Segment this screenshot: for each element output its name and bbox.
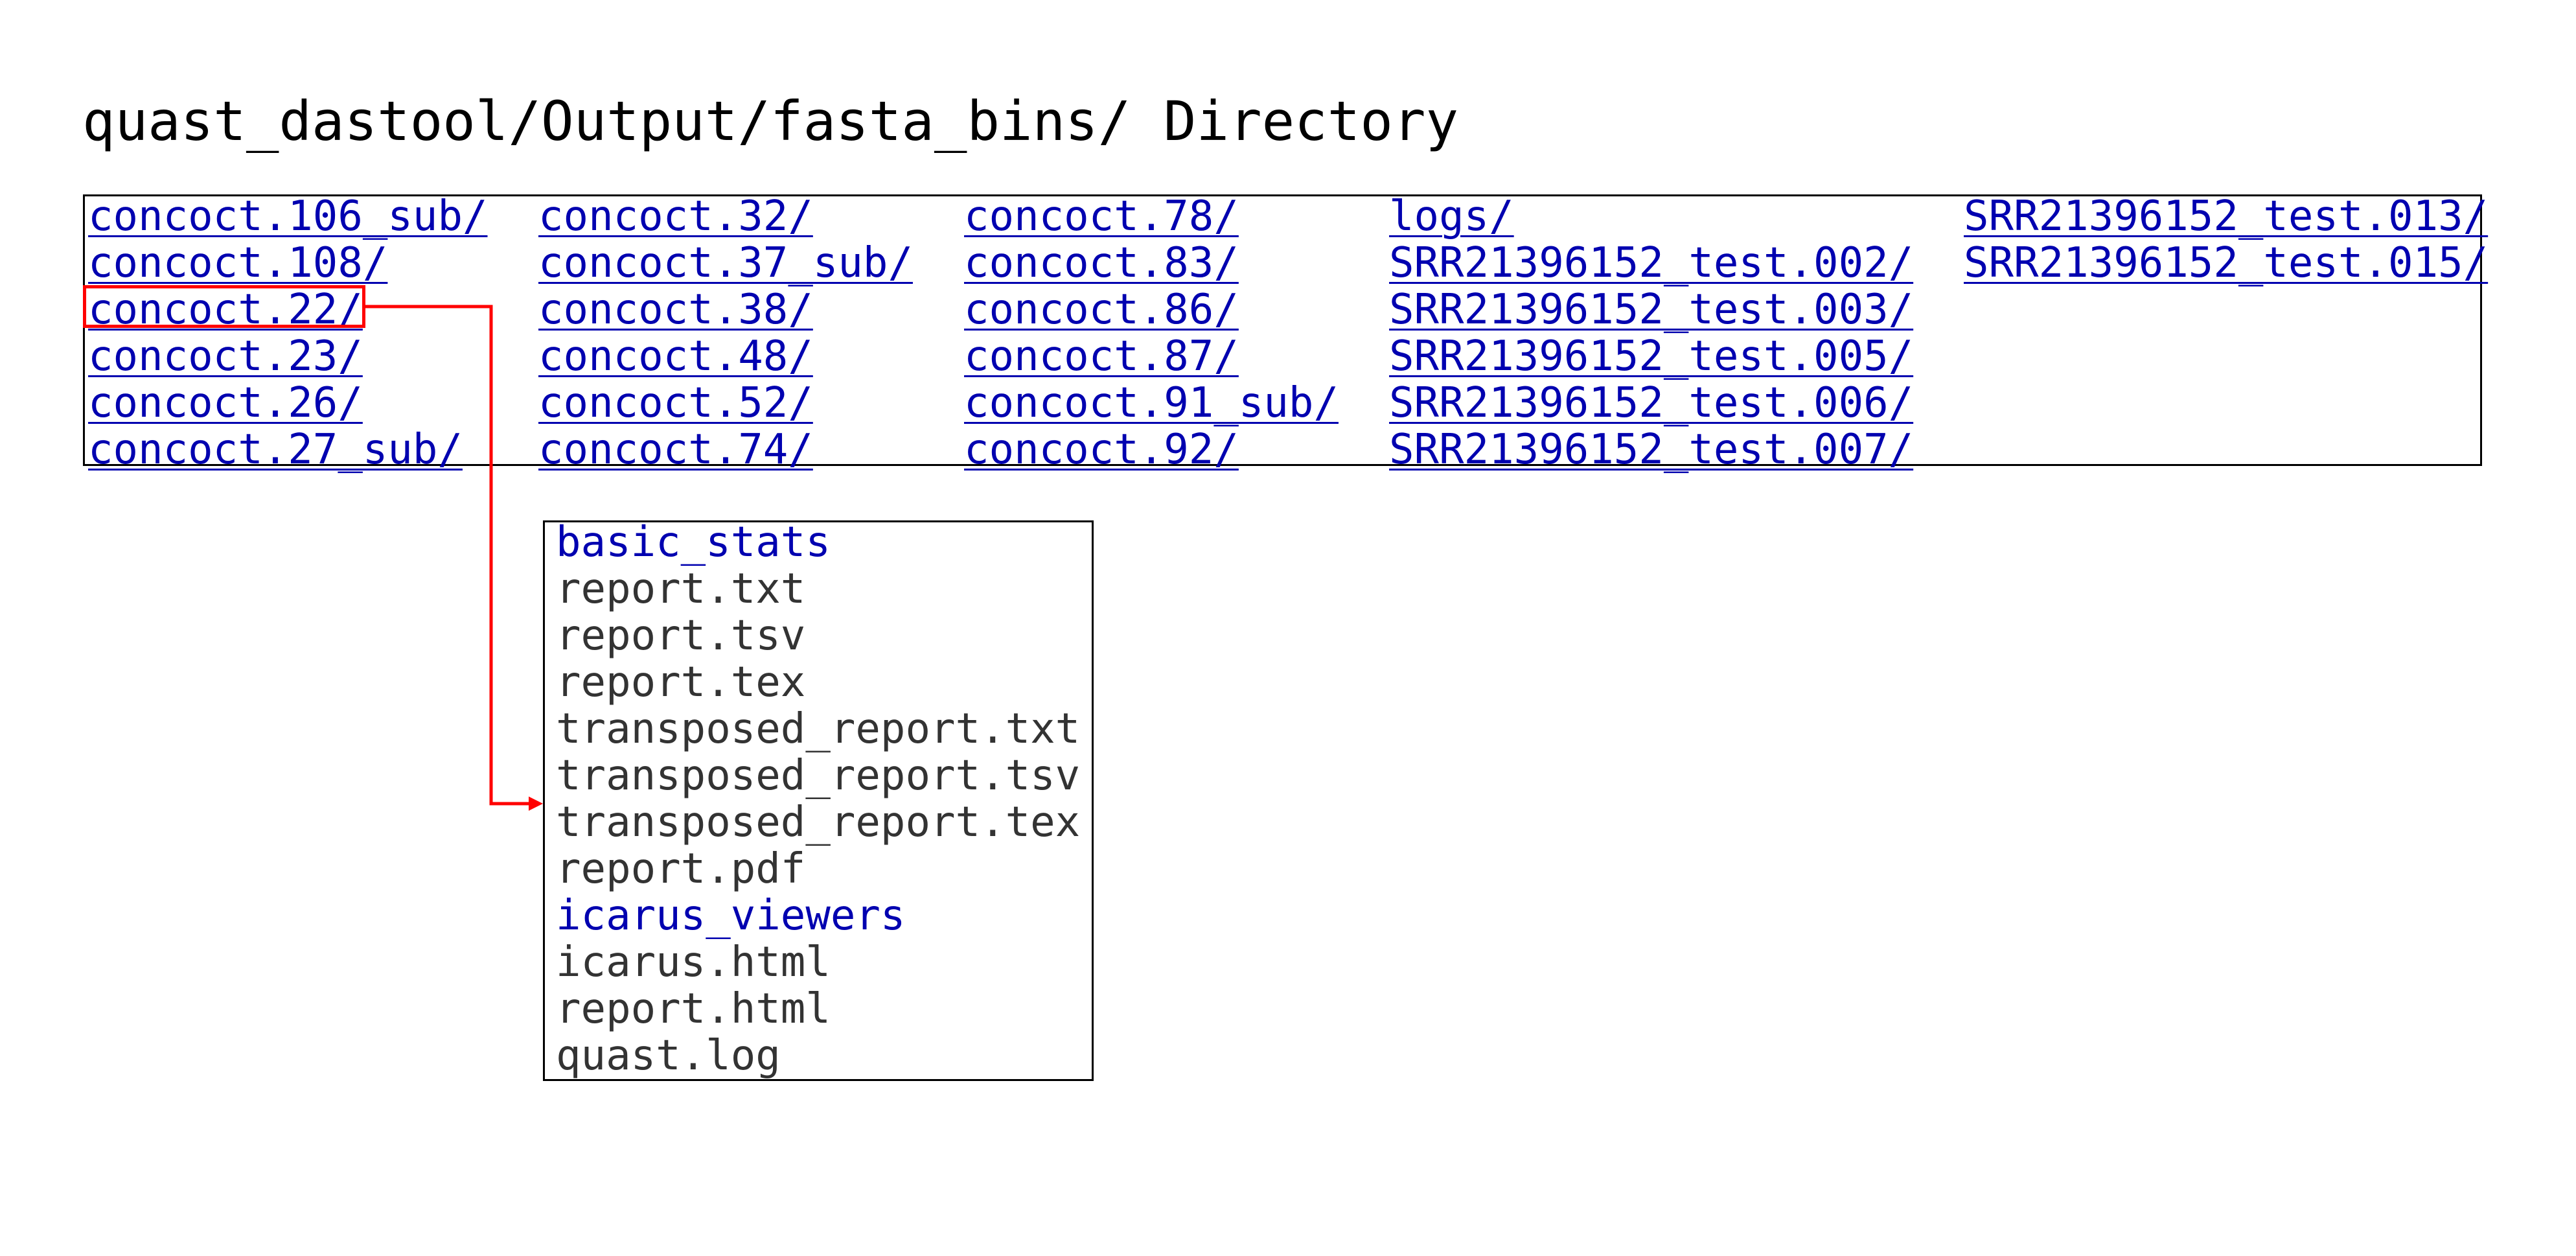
file-item-icarus-html[interactable]: icarus.html bbox=[556, 938, 831, 986]
file-item-quast-log[interactable]: quast.log bbox=[556, 1032, 781, 1080]
dir-link-concoct-26[interactable]: concoct.26/ bbox=[88, 379, 363, 427]
file-item-transposed-report-tsv[interactable]: transposed_report.tsv bbox=[556, 752, 1081, 800]
file-item-transposed-report-txt[interactable]: transposed_report.txt bbox=[556, 705, 1081, 753]
dir-link-concoct-106-sub[interactable]: concoct.106_sub/ bbox=[88, 192, 488, 240]
file-item-report-tsv[interactable]: report.tsv bbox=[556, 612, 806, 660]
file-item-report-tex[interactable]: report.tex bbox=[556, 658, 806, 706]
dir-link-concoct-38[interactable]: concoct.38/ bbox=[538, 286, 813, 334]
dir-link-concoct-86[interactable]: concoct.86/ bbox=[964, 286, 1239, 334]
dir-link-concoct-23[interactable]: concoct.23/ bbox=[88, 332, 363, 380]
file-item-report-pdf[interactable]: report.pdf bbox=[556, 845, 806, 893]
dir-link-srr21396152-test-013[interactable]: SRR21396152_test.013/ bbox=[1964, 192, 2489, 240]
dir-link-concoct-74[interactable]: concoct.74/ bbox=[538, 426, 813, 474]
dir-link-concoct-48[interactable]: concoct.48/ bbox=[538, 332, 813, 380]
dir-link-concoct-32[interactable]: concoct.32/ bbox=[538, 192, 813, 240]
highlight-box bbox=[83, 285, 365, 328]
dir-link-concoct-27-sub[interactable]: concoct.27_sub/ bbox=[88, 426, 463, 474]
folder-item-basic-stats[interactable]: basic_stats bbox=[556, 518, 831, 566]
dir-link-srr21396152-test-015[interactable]: SRR21396152_test.015/ bbox=[1964, 239, 2489, 287]
dir-link-srr21396152-test-002[interactable]: SRR21396152_test.002/ bbox=[1389, 239, 1914, 287]
dir-link-concoct-91-sub[interactable]: concoct.91_sub/ bbox=[964, 379, 1339, 427]
file-item-transposed-report-tex[interactable]: transposed_report.tex bbox=[556, 798, 1081, 846]
arrow-head-icon bbox=[529, 797, 543, 811]
directory-listing: concoct.106_sub/concoct.108/concoct.22/c… bbox=[83, 192, 2488, 473]
page-title: quast_dastool/Output/fasta_bins/ Directo… bbox=[82, 89, 1459, 153]
dir-link-srr21396152-test-005[interactable]: SRR21396152_test.005/ bbox=[1389, 332, 1914, 380]
dir-link-concoct-52[interactable]: concoct.52/ bbox=[538, 379, 813, 427]
dir-link-srr21396152-test-003[interactable]: SRR21396152_test.003/ bbox=[1389, 286, 1914, 334]
dir-link-concoct-87[interactable]: concoct.87/ bbox=[964, 332, 1239, 380]
dir-link-concoct-78[interactable]: concoct.78/ bbox=[964, 192, 1239, 240]
folder-item-icarus-viewers[interactable]: icarus_viewers bbox=[556, 892, 906, 940]
file-item-report-html[interactable]: report.html bbox=[556, 985, 831, 1033]
dir-link-concoct-37-sub[interactable]: concoct.37_sub/ bbox=[538, 239, 913, 287]
dir-link-concoct-92[interactable]: concoct.92/ bbox=[964, 426, 1239, 474]
dir-link-logs[interactable]: logs/ bbox=[1389, 192, 1514, 240]
dir-link-concoct-83[interactable]: concoct.83/ bbox=[964, 239, 1239, 287]
file-item-report-txt[interactable]: report.txt bbox=[556, 565, 806, 613]
dir-link-srr21396152-test-007[interactable]: SRR21396152_test.007/ bbox=[1389, 426, 1914, 474]
dir-link-concoct-108[interactable]: concoct.108/ bbox=[88, 239, 388, 287]
dir-link-srr21396152-test-006[interactable]: SRR21396152_test.006/ bbox=[1389, 379, 1914, 427]
